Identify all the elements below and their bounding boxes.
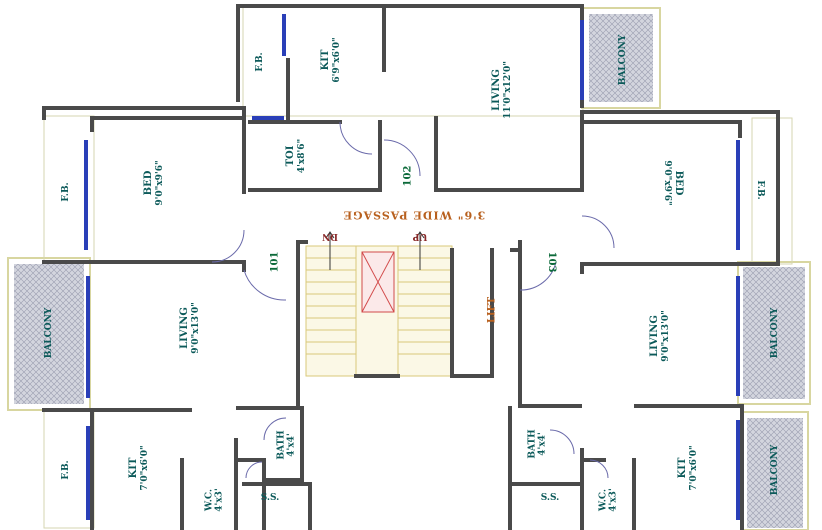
balcony-103-bottom-label: BALCONY [769, 444, 780, 496]
bed-103-name: BED [672, 170, 684, 196]
room-wc-103: W.C. 4'x3' [599, 488, 620, 511]
kit-101-size: 7'0"x6'0" [139, 445, 150, 491]
bath-103-name: BATH [527, 429, 538, 459]
room-wc-101: W.C. 4'x3' [205, 488, 226, 511]
stair-up-label: UP [412, 231, 428, 242]
room-kit-102: KIT 6'9"x6'0" [320, 37, 342, 82]
bath-101-size: 4'x4' [287, 433, 297, 457]
room-bath-103: BATH 4'x4' [528, 429, 549, 458]
living-103-name: LIVING [649, 315, 661, 357]
room-living-103: LIVING 9'0"x13'0" [649, 310, 671, 362]
flat-number-103: 103 [545, 251, 557, 273]
toi-102-size: 4'x8'6" [296, 138, 307, 174]
kit-103-name: KIT [677, 457, 689, 479]
ss-101-label: S.S. [260, 492, 280, 503]
windows [84, 14, 740, 520]
lift-label: LIFT [486, 296, 498, 324]
living-101-size: 9'0"x13'0" [190, 302, 201, 354]
fb-101-top-label: F.B. [60, 182, 71, 202]
fb-102-label: F.B. [254, 52, 265, 72]
living-101-name: LIVING [179, 307, 191, 349]
flat-number-101: 101 [269, 251, 281, 273]
balcony-102-label: BALCONY [617, 34, 628, 86]
wc-103-name: W.C. [598, 489, 609, 511]
room-living-102: LIVING 11'0"x12'0" [491, 61, 513, 119]
wc-101-size: 4'x3' [215, 488, 225, 512]
bath-103-size: 4'x4' [538, 432, 548, 456]
room-bed-101: BED 9'0"x9'6" [143, 160, 165, 205]
balcony-103-mid-label: BALCONY [769, 307, 780, 359]
kit-101-name: KIT [128, 457, 140, 479]
balcony-areas [7, 7, 811, 530]
kit-102-size: 6'9"x6'0" [331, 37, 342, 83]
passage-label: 3'6" WIDE PASSAGE [342, 208, 486, 222]
room-bath-101: BATH 4'x4' [277, 430, 298, 459]
staircase [305, 231, 453, 377]
wc-103-size: 4'x3' [609, 488, 619, 512]
room-toi-102: TOI 4'x8'6" [285, 139, 307, 173]
room-kit-101: KIT 7'0"x6'0" [128, 445, 150, 490]
stair-dn-label: DN [321, 231, 339, 242]
room-kit-103: KIT 7'0"x6'0" [677, 445, 699, 490]
living-103-size: 9'0"x13'0" [660, 310, 671, 362]
room-bed-103: BED 9'0"x9'6" [662, 160, 684, 205]
flat-number-102: 102 [402, 165, 414, 187]
ss-103-label: S.S. [540, 492, 560, 503]
bed-101-size: 9'0"x9'6" [154, 160, 165, 206]
fb-103-label: F.B. [755, 180, 766, 200]
living-102-size: 11'0"x12'0" [502, 61, 513, 119]
kit-102-name: KIT [320, 49, 332, 71]
living-102-name: LIVING [491, 69, 503, 111]
wc-101-name: W.C. [204, 489, 215, 511]
bed-101-name: BED [143, 170, 155, 196]
toi-102-name: TOI [285, 145, 297, 167]
balcony-101-label: BALCONY [43, 307, 54, 359]
bath-101-name: BATH [276, 430, 287, 460]
room-living-101: LIVING 9'0"x13'0" [179, 302, 201, 354]
fb-101-bottom-label: F.B. [60, 460, 71, 480]
door-swings [211, 121, 615, 479]
bed-103-size: 9'0"x9'6" [662, 160, 673, 206]
kit-103-size: 7'0"x6'0" [688, 445, 699, 491]
